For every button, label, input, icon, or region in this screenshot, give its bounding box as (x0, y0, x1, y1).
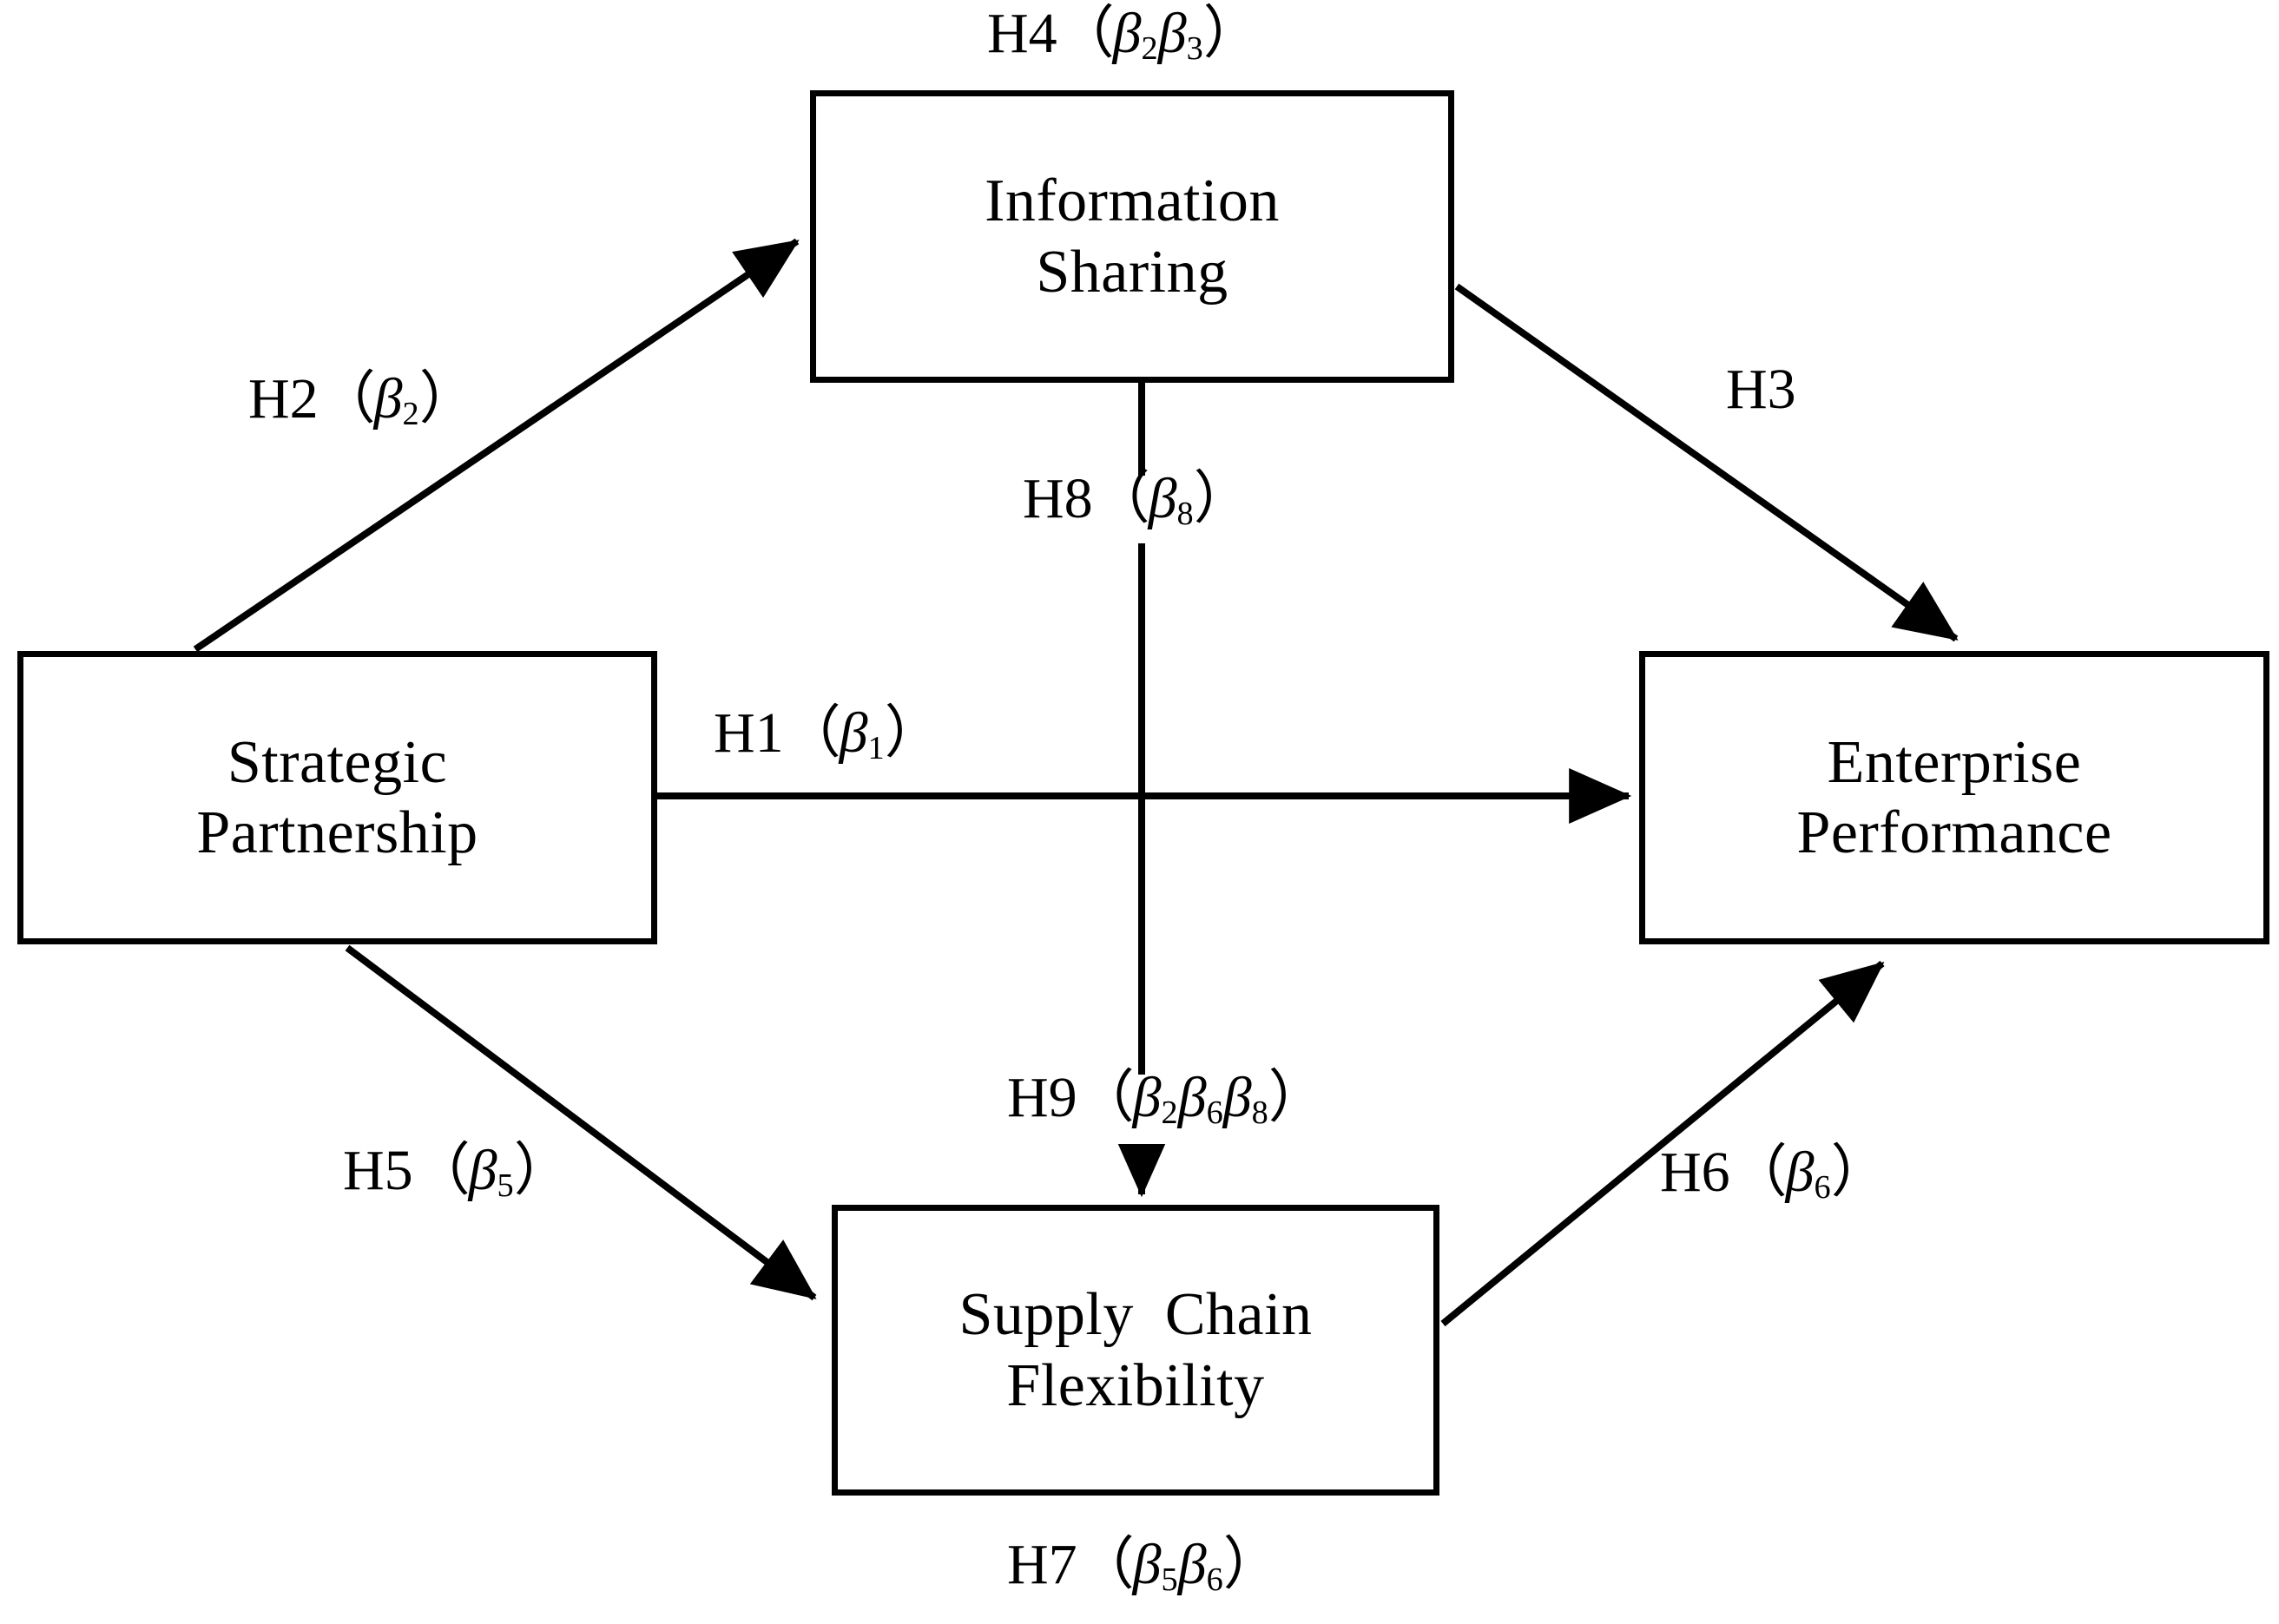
node-enterprise-performance-line2: Performance (1796, 799, 2112, 866)
edge-label-h1-close: ） (884, 701, 942, 765)
edge-label-h3-hypothesis: H3 (1726, 358, 1796, 421)
edge-label-h1-sub1: 1 (867, 730, 885, 767)
edge-label-h4-sub1: 2 (1141, 30, 1158, 68)
edge-label-h7-sub1: 5 (1161, 1562, 1178, 1599)
edge-label-h2-close: ） (418, 367, 477, 431)
edge-label-h9-beta3: β (1222, 1066, 1252, 1129)
node-strategic-partnership-line2: Partnership (196, 799, 478, 866)
edge-label-h5-sub1: 5 (497, 1167, 514, 1205)
edge-label-h4: H4（β2β3） (987, 2, 1261, 66)
edge-label-h4-sub2: 3 (1186, 30, 1203, 68)
node-supply-chain-flexibility[interactable]: Supply Chain Flexibility (832, 1205, 1439, 1496)
node-information-sharing-line1: Information (985, 168, 1280, 235)
edge-label-h4-open: （ (1057, 2, 1115, 65)
edge-label-h7-beta1: β (1132, 1533, 1162, 1596)
edge-label-h2-beta1: β (373, 367, 403, 431)
edge-label-h3: H3 (1726, 361, 1796, 418)
edge-label-h5: H5（β5） (343, 1139, 571, 1203)
node-enterprise-performance-line1: Enterprise (1827, 728, 2082, 796)
edge-label-h9-beta2: β (1177, 1066, 1207, 1129)
edge-label-h8-open: （ (1092, 467, 1150, 530)
edge-label-h8-beta1: β (1148, 467, 1177, 530)
edge-h2-line (193, 238, 800, 653)
edge-label-h2-sub1: 2 (402, 396, 419, 433)
edge-label-h8-hypothesis: H8 (1023, 467, 1093, 530)
node-supply-chain-flexibility-line1: Supply Chain (958, 1281, 1313, 1349)
edge-label-h4-close: ） (1202, 2, 1261, 65)
edge-label-h9-sub2: 6 (1206, 1095, 1223, 1132)
node-information-sharing-line2: Sharing (1036, 238, 1228, 306)
edge-label-h7-open: （ (1077, 1533, 1135, 1596)
edge-label-h7: H7（β5β6） (1007, 1533, 1281, 1597)
edge-label-h6-sub1: 6 (1814, 1169, 1831, 1206)
edge-label-h8-close: ） (1193, 467, 1251, 530)
edge-label-h8: H8（β8） (1023, 467, 1251, 531)
edge-label-h2-hypothesis: H2 (248, 367, 319, 431)
edge-label-h1: H1（β1） (714, 705, 942, 766)
edge-label-h9: H9（β2β6β8） (1007, 1066, 1326, 1130)
edge-label-h9-sub3: 8 (1251, 1095, 1268, 1132)
edge-label-h9-close: ） (1268, 1066, 1326, 1129)
edge-label-h4-hypothesis: H4 (987, 2, 1057, 65)
edge-label-h2-open: （ (318, 367, 376, 431)
edge-label-h9-beta1: β (1132, 1066, 1162, 1129)
edge-label-h7-beta2: β (1177, 1533, 1207, 1596)
edge-h3-line (1454, 283, 1959, 642)
edge-label-h6-open: （ (1729, 1141, 1788, 1204)
edge-label-h6-beta1: β (1785, 1141, 1815, 1204)
edge-label-h9-open: （ (1077, 1066, 1135, 1129)
edge-label-h5-open: （ (412, 1139, 471, 1202)
edge-label-h9-sub1: 2 (1161, 1095, 1178, 1132)
edge-label-h6-hypothesis: H6 (1660, 1141, 1730, 1204)
edge-label-h6-close: ） (1830, 1141, 1888, 1204)
edge-label-h1-beta1: β (839, 701, 868, 765)
edge-label-h8-sub1: 8 (1176, 496, 1194, 533)
edge-label-h5-close: ） (513, 1139, 571, 1202)
node-enterprise-performance[interactable]: Enterprise Performance (1639, 651, 2269, 944)
edge-label-h9-hypothesis: H9 (1007, 1066, 1077, 1129)
edge-label-h1-hypothesis: H1 (714, 701, 784, 765)
node-information-sharing[interactable]: Information Sharing (810, 90, 1454, 383)
node-supply-chain-flexibility-line2: Flexibility (1006, 1351, 1265, 1419)
edge-label-h5-beta1: β (468, 1139, 497, 1202)
edge-label-h4-beta2: β (1157, 2, 1187, 65)
node-strategic-partnership-line1: Strategic (227, 728, 448, 796)
edge-label-h7-hypothesis: H7 (1007, 1533, 1077, 1596)
edge-label-h2: H2（β2） (248, 371, 477, 431)
label-backdrop-h9 (1007, 1075, 1228, 1144)
edge-label-h6: H6（β6） (1660, 1141, 1888, 1205)
edge-label-h5-hypothesis: H5 (343, 1139, 413, 1202)
label-backdrop-h8 (1023, 476, 1270, 543)
edge-h6-line (1440, 960, 1885, 1327)
edge-label-h7-sub2: 6 (1206, 1562, 1223, 1599)
edge-label-h4-beta1: β (1112, 2, 1142, 65)
edge-label-h7-close: ） (1222, 1533, 1281, 1596)
edge-label-h1-open: （ (783, 701, 841, 765)
node-strategic-partnership[interactable]: Strategic Partnership (17, 651, 657, 944)
edge-h5-line (345, 944, 817, 1301)
